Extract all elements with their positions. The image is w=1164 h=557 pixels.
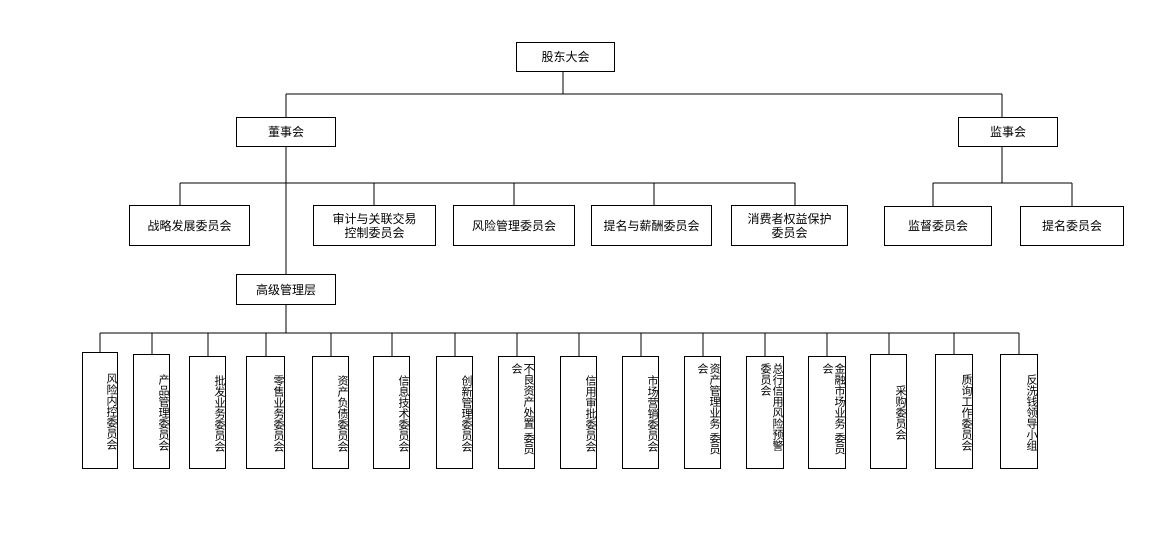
board-of-supervisors-box: 监事会 — [958, 117, 1058, 147]
mgmt-committee-box: 产品管理委员会 — [133, 354, 170, 469]
mgmt-committee-label: 资产管理业务 委员会 — [696, 363, 720, 455]
mgmt-committee-box: 批发业务委员会 — [189, 356, 226, 469]
board-of-directors-box: 董事会 — [236, 117, 336, 147]
nomination-remuneration-committee-box: 提名与薪酬委员会 — [591, 205, 712, 246]
mgmt-committee-box: 采购委员会 — [870, 354, 907, 469]
mgmt-committee-box: 资产负债委员会 — [312, 356, 349, 469]
mgmt-committee-box: 零售业务委员会 — [246, 356, 285, 469]
mgmt-committee-label: 信息技术委员会 — [397, 375, 409, 452]
mgmt-committee-label: 不良资产处置 委员会 — [510, 363, 534, 455]
mgmt-committee-box: 金融市场业务 委员会 — [808, 356, 846, 469]
mgmt-committee-box: 不良资产处置 委员会 — [498, 356, 535, 469]
mgmt-committee-label: 产品管理委员会 — [157, 374, 169, 451]
mgmt-committee-box: 总行信用风险预警 委员会 — [746, 356, 784, 469]
strategy-committee-box: 战略发展委员会 — [129, 205, 250, 246]
mgmt-committee-label: 总行信用风险预警 委员会 — [759, 363, 783, 451]
mgmt-committee-label: 零售业务委员会 — [272, 375, 284, 452]
mgmt-committee-label: 采购委员会 — [894, 385, 906, 440]
mgmt-committee-label: 创新管理委员会 — [460, 375, 472, 452]
mgmt-committee-label: 批发业务委员会 — [213, 375, 225, 452]
mgmt-committee-box: 信用审批委员会 — [560, 356, 597, 469]
mgmt-committee-box: 反洗钱领导小组 — [1000, 354, 1038, 469]
mgmt-committee-label: 市场营销委员会 — [646, 375, 658, 452]
consumer-protection-committee-box: 消费者权益保护 委员会 — [731, 205, 848, 246]
supervision-committee-box: 监督委员会 — [884, 206, 992, 246]
supervisor-nomination-committee-box: 提名委员会 — [1020, 206, 1124, 246]
mgmt-committee-label: 金融市场业务 委员会 — [821, 363, 845, 455]
shareholders-meeting-box: 股东大会 — [516, 42, 615, 72]
mgmt-committee-label: 反洗钱领导小组 — [1025, 374, 1037, 451]
mgmt-committee-label: 资产负债委员会 — [336, 375, 348, 452]
mgmt-committee-label: 质询工作委员会 — [960, 374, 972, 451]
mgmt-committee-box: 市场营销委员会 — [622, 356, 659, 469]
mgmt-committee-label: 风险内控委员会 — [105, 373, 117, 450]
senior-management-box: 高级管理层 — [236, 274, 336, 305]
mgmt-committee-box: 风险内控委员会 — [82, 352, 118, 469]
mgmt-committee-box: 质询工作委员会 — [935, 354, 973, 469]
risk-committee-box: 风险管理委员会 — [453, 205, 575, 246]
mgmt-committee-label: 信用审批委员会 — [584, 375, 596, 452]
mgmt-committee-box: 信息技术委员会 — [373, 356, 410, 469]
mgmt-committee-box: 资产管理业务 委员会 — [684, 356, 721, 469]
mgmt-committee-box: 创新管理委员会 — [436, 356, 473, 469]
audit-committee-box: 审计与关联交易 控制委员会 — [313, 205, 436, 246]
